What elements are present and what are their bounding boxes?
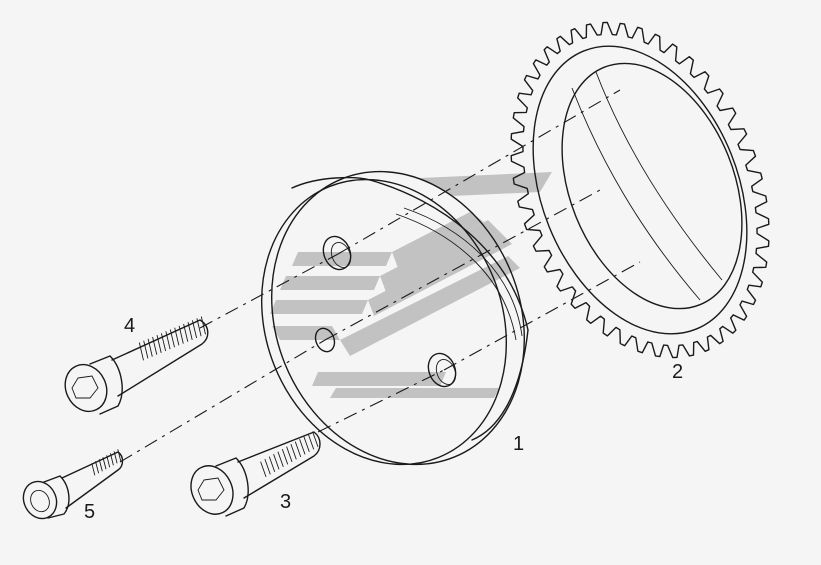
gear-ring [510, 21, 770, 359]
label-part-5: 5 [84, 501, 95, 523]
bolt-5 [22, 449, 124, 520]
hub-bolt-hole-lower [427, 352, 457, 388]
label-part-4: 4 [124, 315, 135, 337]
hub [260, 170, 529, 466]
label-part-2: 2 [672, 361, 683, 383]
bolt-3 [190, 431, 321, 517]
label-part-3: 3 [280, 491, 291, 513]
bolt-4 [64, 316, 209, 415]
alignment-axes [119, 89, 641, 463]
label-part-1: 1 [513, 433, 524, 455]
hub-bolt-hole-middle [314, 327, 336, 353]
watermark-logo-icon [270, 172, 552, 398]
